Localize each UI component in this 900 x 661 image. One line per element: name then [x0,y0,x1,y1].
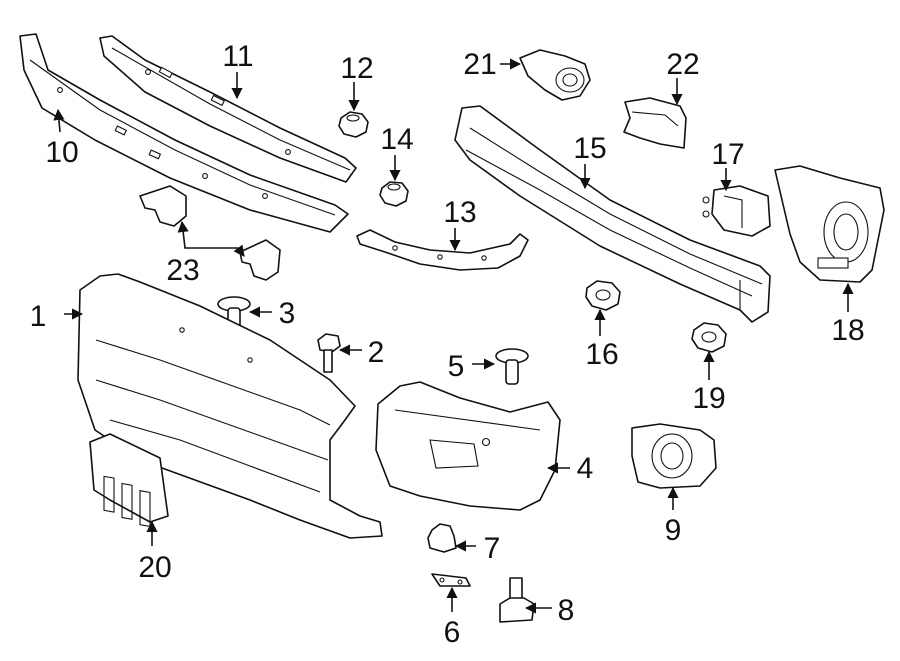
part-17-mount-bracket [702,185,771,237]
callout-1: 1 [30,300,47,333]
part-14-nut [379,181,409,207]
part-20-grille [89,433,169,528]
part-1-bumper-cover [77,273,383,539]
part-22-sensor-bracket [623,97,687,149]
part-9-fog-lamp-bezel [631,423,717,489]
callout-17: 17 [711,138,744,171]
callout-2: 2 [368,336,385,369]
part-7-cap-nut [427,523,457,553]
part-16-nut [585,280,621,311]
part-15-impact-beam [454,105,771,323]
leader-lines [53,58,854,614]
part-12-nut [338,111,369,138]
callout-7: 7 [484,532,501,565]
part-11-upper-support [99,35,357,183]
callout-14: 14 [380,123,413,156]
callout-18: 18 [831,314,864,347]
part-5-push-clip [495,348,529,385]
callout-13: 13 [443,196,476,229]
part-19-nut [691,322,727,353]
callout-19: 19 [692,382,725,415]
callout-12: 12 [340,52,373,85]
part-23-brackets [139,185,281,281]
part-6-plate [431,573,471,587]
callout-11: 11 [222,40,253,73]
callout-22: 22 [666,48,699,81]
callout-16: 16 [585,338,618,371]
callout-15: 15 [573,132,606,165]
part-18-end-bracket [774,165,885,283]
callout-8: 8 [558,594,575,627]
callout-10: 10 [45,136,78,169]
part-8-bolt [499,577,535,623]
callout-21: 21 [463,48,496,81]
callout-20: 20 [138,551,171,584]
callout-labels: 1 2 3 4 5 6 7 8 9 10 11 12 13 14 15 16 1… [30,40,865,649]
callout-3: 3 [279,297,296,330]
part-13-side-bracket [356,229,529,271]
callout-6: 6 [444,616,461,649]
callout-23: 23 [166,254,199,287]
part-2-bolt [317,333,341,373]
callout-9: 9 [665,514,682,547]
callout-4: 4 [577,452,594,485]
part-21-parking-sensor [519,49,591,101]
part-4-end-cap [375,381,561,511]
callout-5: 5 [448,350,465,383]
